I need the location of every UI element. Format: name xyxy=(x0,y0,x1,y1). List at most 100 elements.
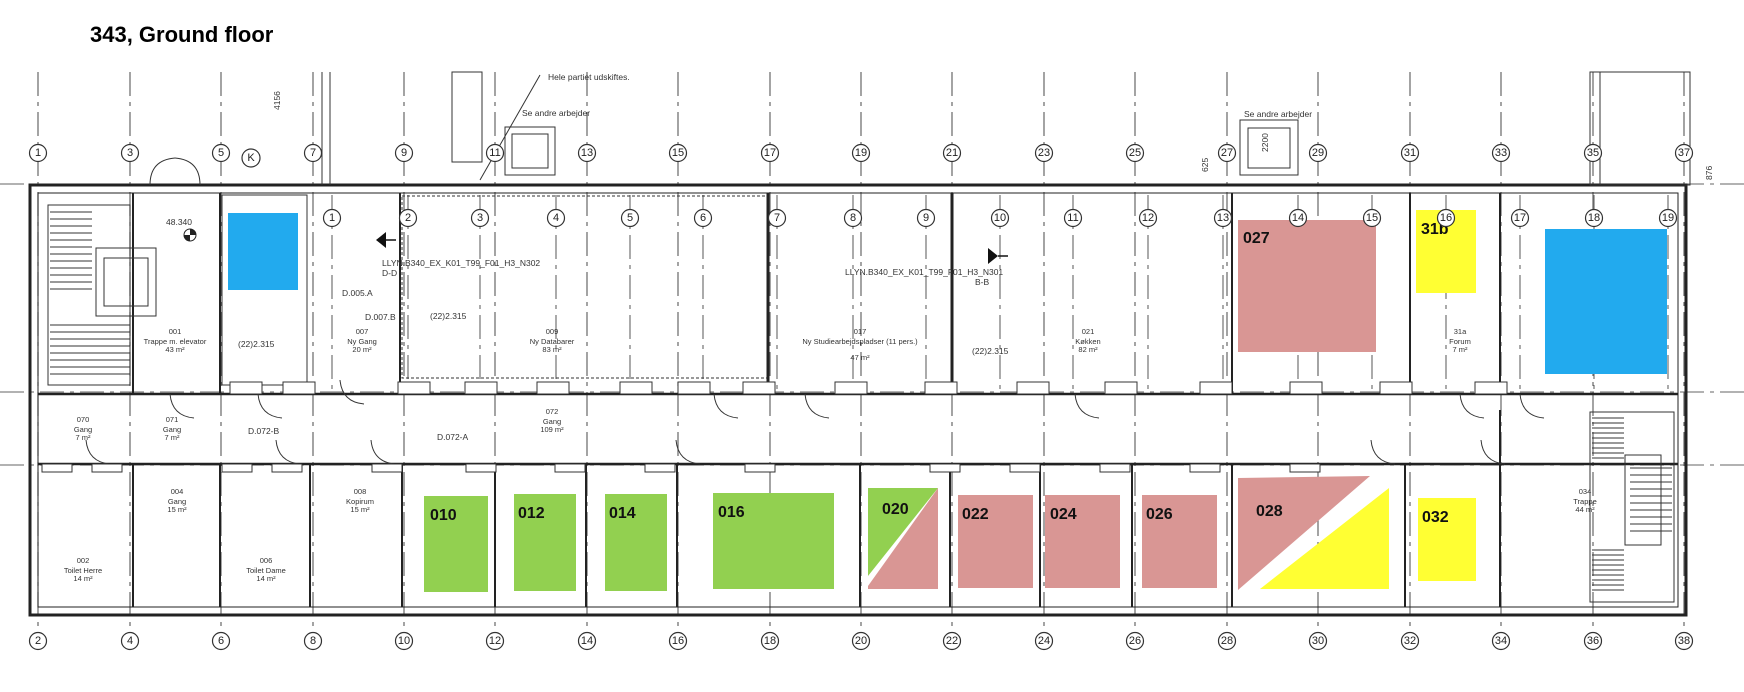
corridor-window xyxy=(1099,463,1131,473)
corridor-window xyxy=(282,381,316,395)
grid-bubble-mid-circle xyxy=(843,208,863,228)
grid-bubble-bottom-label: 36 xyxy=(1587,635,1599,647)
grid-bubble-top-label: 13 xyxy=(581,147,593,159)
highlight-024 xyxy=(1045,495,1120,588)
grid-bubble-bottom-circle xyxy=(394,631,414,651)
ext-box-far-right xyxy=(1589,71,1691,186)
ext-box-left xyxy=(504,126,556,176)
highlight-labels: 010 012 014 016 020 022 024 026 027 028 … xyxy=(430,221,1449,526)
svg-text:83 m²: 83 m² xyxy=(542,345,562,354)
dim-876: 876 xyxy=(1704,166,1714,180)
elevation-symbol-fill xyxy=(184,229,196,241)
svg-text:071: 071 xyxy=(166,415,179,424)
grid-bubble-top-17: 17 xyxy=(760,143,780,163)
grid-bubble-top-label: 37 xyxy=(1678,147,1690,159)
grid-bubble-top-circle xyxy=(1217,143,1237,163)
section-arrow-dd xyxy=(376,232,386,248)
svg-text:004: 004 xyxy=(171,487,184,496)
grid-bubble-bottom-label: 22 xyxy=(946,635,958,647)
grid-bubble-bottom-4: 4 xyxy=(120,631,140,651)
grid-bubble-mid-circle xyxy=(1362,208,1382,228)
grid-bubble-bottom-38: 38 xyxy=(1674,631,1694,651)
grid-bubble-bottom-circle xyxy=(942,631,962,651)
highlight-027 xyxy=(1238,220,1376,352)
ext-box-left-inner xyxy=(511,133,549,169)
grid-bubble-k-circle xyxy=(241,148,261,168)
grid-bubble-top-label: 31 xyxy=(1404,147,1416,159)
svg-text:7 m²: 7 m² xyxy=(1453,345,1469,354)
grid-bubble-mid-circle xyxy=(990,208,1010,228)
grid-bubble-mid-16: 16 xyxy=(1436,208,1456,228)
grid-bubble-top-circle xyxy=(120,143,140,163)
grid-bubble-bottom-circle xyxy=(120,631,140,651)
dim-625: 625 xyxy=(1200,158,1210,172)
outer-wall xyxy=(28,183,1688,617)
corridor-window xyxy=(619,381,653,395)
grid-bubble-top-circle xyxy=(303,143,323,163)
grid-bubble-mid-label: 13 xyxy=(1217,212,1229,224)
svg-text:20 m²: 20 m² xyxy=(352,345,372,354)
anno-dd: D-D xyxy=(382,268,397,278)
corridor-window xyxy=(554,463,586,473)
grid-bubble-top-7: 7 xyxy=(303,143,323,163)
svg-text:15 m²: 15 m² xyxy=(350,505,370,514)
anno-hele: Hele partiet udskiftes. xyxy=(548,72,630,82)
corridor-window xyxy=(677,381,711,395)
grid-bubble-bottom-label: 20 xyxy=(855,635,867,647)
svg-text:009: 009 xyxy=(546,327,559,336)
door-swing xyxy=(339,379,365,405)
label-032: 032 xyxy=(1422,509,1449,526)
ext-box-right-inner xyxy=(1247,127,1291,169)
svg-text:Ny Databarer: Ny Databarer xyxy=(530,337,575,346)
anno-llyn-301: LLYN.B340_EX_K01_T99_F01_H3_N301 xyxy=(845,267,1003,277)
grid-bubble-top-circle xyxy=(394,143,414,163)
corridor-window xyxy=(91,463,123,473)
grid-bubble-top-label: 7 xyxy=(310,147,316,159)
corridor-window xyxy=(41,463,73,473)
anno-d005a: D.005.A xyxy=(342,288,373,298)
grid-bubble-top-11: 11 xyxy=(485,143,505,163)
grid-bubble-mid-circle xyxy=(1063,208,1083,228)
grid-bubble-bottom-circle xyxy=(1125,631,1145,651)
grid-bubble-top-25: 25 xyxy=(1125,143,1145,163)
grid-bubble-bottom-label: 26 xyxy=(1129,635,1141,647)
grid-bubble-top-31: 31 xyxy=(1400,143,1420,163)
corridor-window xyxy=(464,381,498,395)
grid-bubble-mid-label: 9 xyxy=(923,212,929,224)
room-017: 017 Ny Studiearbejdspladser (11 pers.) 4… xyxy=(802,327,918,362)
stair-outline-right xyxy=(1589,411,1675,603)
grid-bubble-top-37: 37 xyxy=(1674,143,1694,163)
grid-bubble-top-label: 9 xyxy=(401,147,407,159)
corridor-window xyxy=(465,463,497,473)
grid-bubble-top-label: 11 xyxy=(489,147,500,159)
svg-text:14 m²: 14 m² xyxy=(73,574,93,583)
door-swing xyxy=(1074,393,1100,419)
grid-bubble-mid-12: 12 xyxy=(1138,208,1158,228)
svg-text:Ny Studiearbejdspladser (11 pe: Ny Studiearbejdspladser (11 pers.) xyxy=(802,337,918,346)
svg-text:Kopirum: Kopirum xyxy=(346,497,374,506)
svg-text:Toilet Herre: Toilet Herre xyxy=(64,566,102,575)
grid-bubble-top-circle xyxy=(942,143,962,163)
svg-text:Gang: Gang xyxy=(543,417,561,426)
leader-line xyxy=(479,74,541,181)
grid-bubble-mid-label: 19 xyxy=(1662,212,1674,224)
grid-bubble-bottom-circle xyxy=(1583,631,1603,651)
grid-bubble-bottom-26: 26 xyxy=(1125,631,1145,651)
grid-bubble-mid-19: 19 xyxy=(1658,208,1678,228)
svg-text:Trappe: Trappe xyxy=(1573,497,1597,506)
grid-bubble-top-circle xyxy=(1125,143,1145,163)
grid-bubble-bottom-circle xyxy=(28,631,48,651)
grid-bubble-mid-1: 1 xyxy=(322,208,342,228)
grid-bubble-top-label: 15 xyxy=(672,147,684,159)
svg-text:Gang: Gang xyxy=(74,425,92,434)
svg-text:002: 002 xyxy=(77,556,90,565)
room-008: 008 Kopirum 15 m² xyxy=(346,487,374,514)
svg-text:31a: 31a xyxy=(1454,327,1467,336)
grid-bubble-top-21: 21 xyxy=(942,143,962,163)
anno-dim-2: (22)2.315 xyxy=(238,339,275,349)
corridor-window xyxy=(1474,381,1508,395)
grid-bubble-bottom-circle xyxy=(668,631,688,651)
grid-bubble-bottom-label: 34 xyxy=(1495,635,1507,647)
grid-bubble-top-circle xyxy=(1034,143,1054,163)
grid-bubble-mid-label: 7 xyxy=(774,212,780,224)
